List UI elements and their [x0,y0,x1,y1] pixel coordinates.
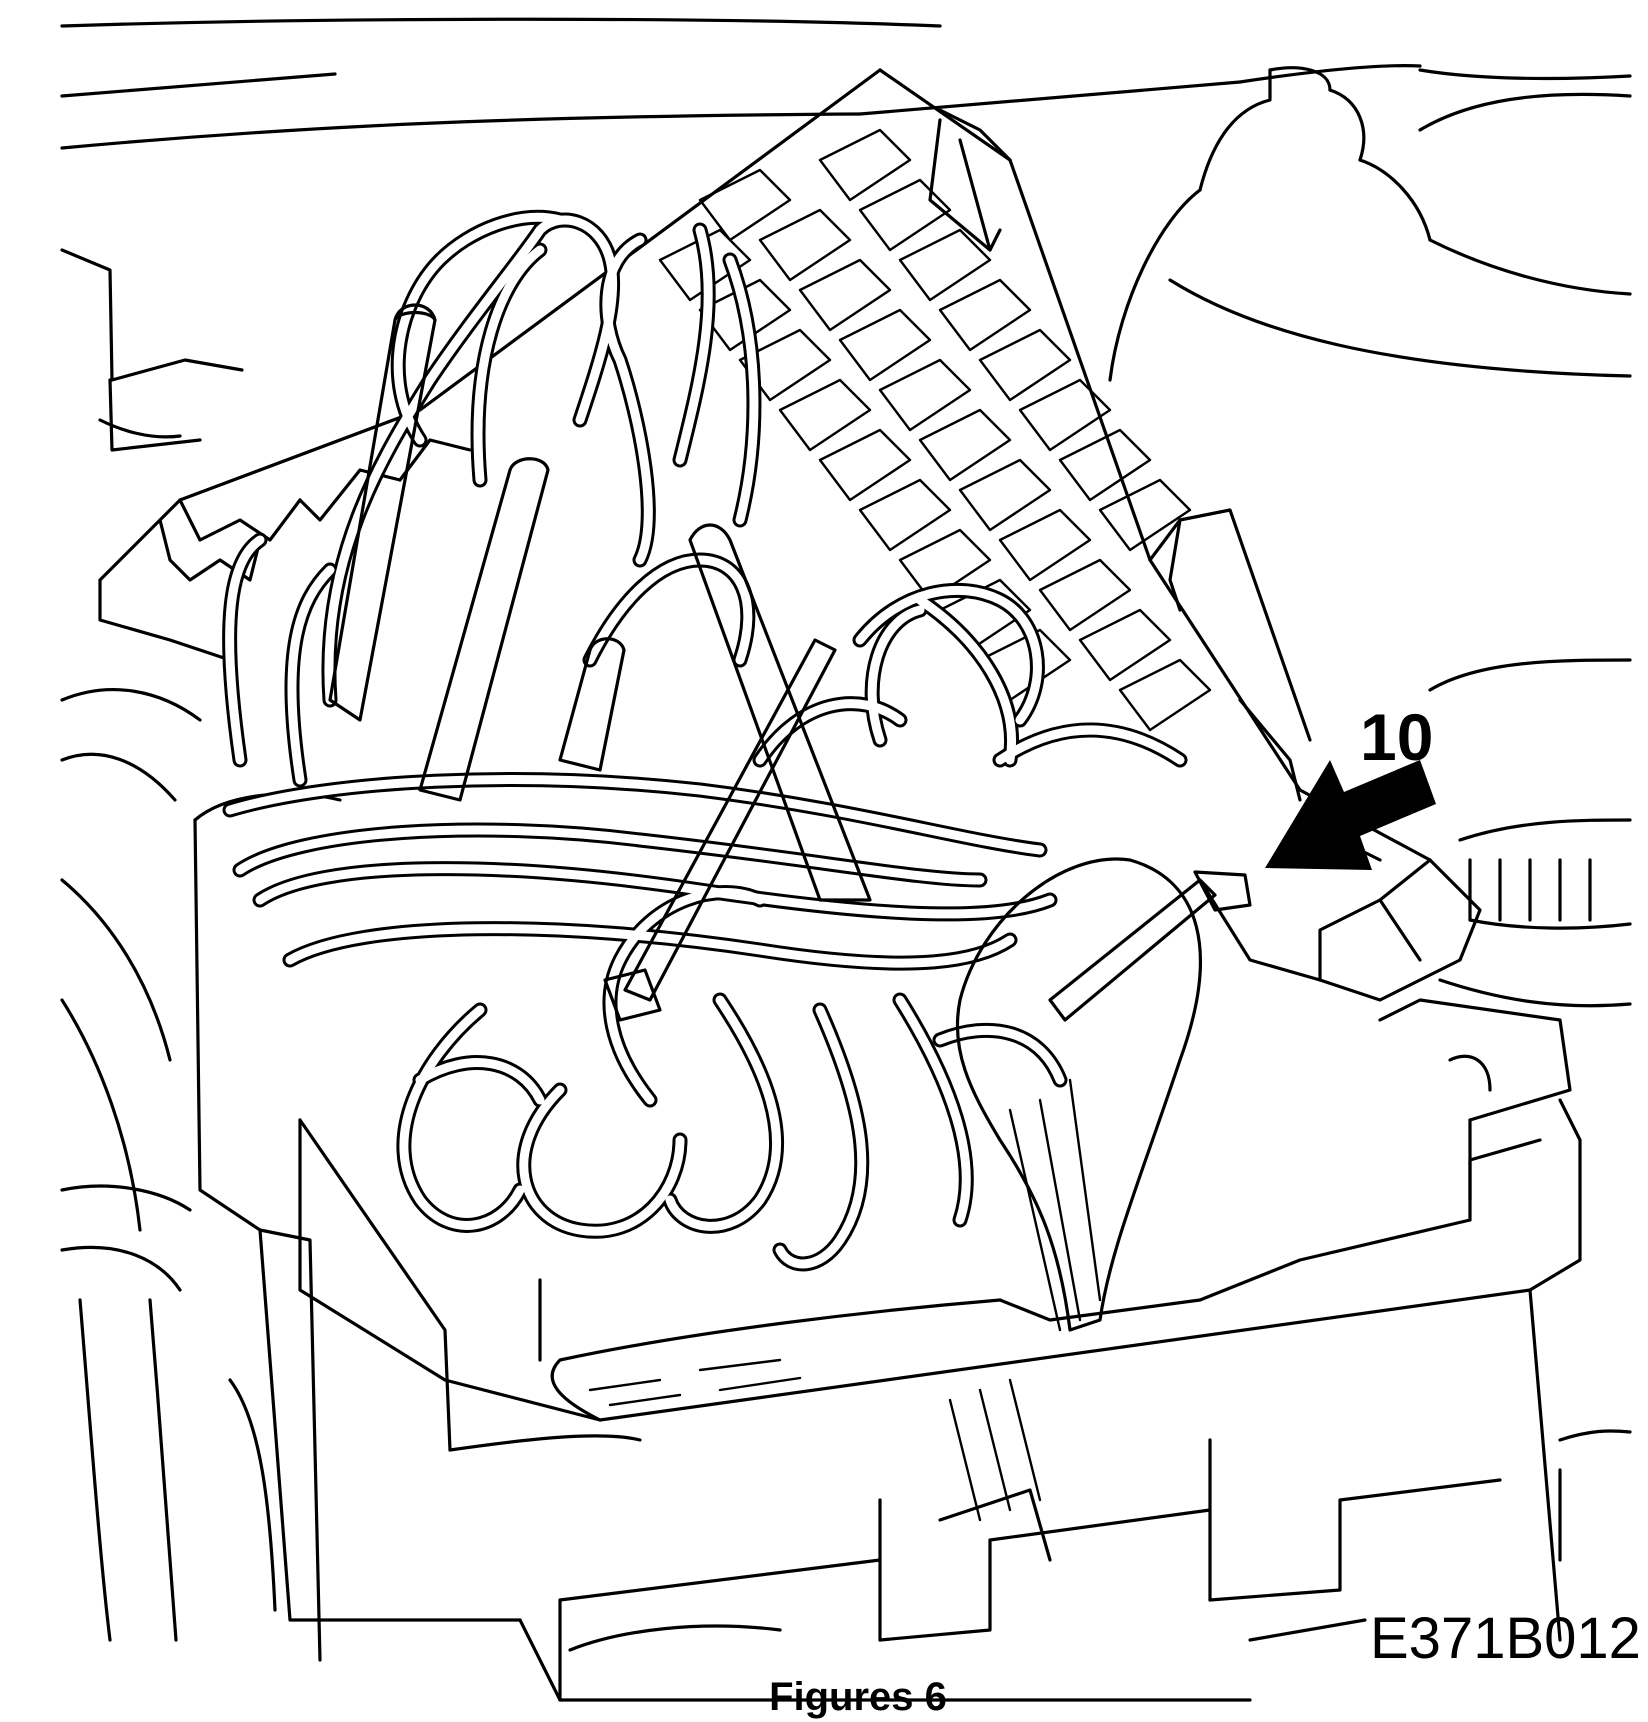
background-engine-bay-lines [60,17,1632,1642]
image-code: E371B012 [1370,1606,1641,1671]
fuse-box-base [193,792,1582,1702]
callout-arrow-icon [1265,760,1436,870]
figure-caption: Figures 6 [769,1675,947,1719]
harness-sleeves [328,303,1252,1652]
callout-number: 10 [1360,700,1433,774]
wire-harness [222,209,1188,1272]
